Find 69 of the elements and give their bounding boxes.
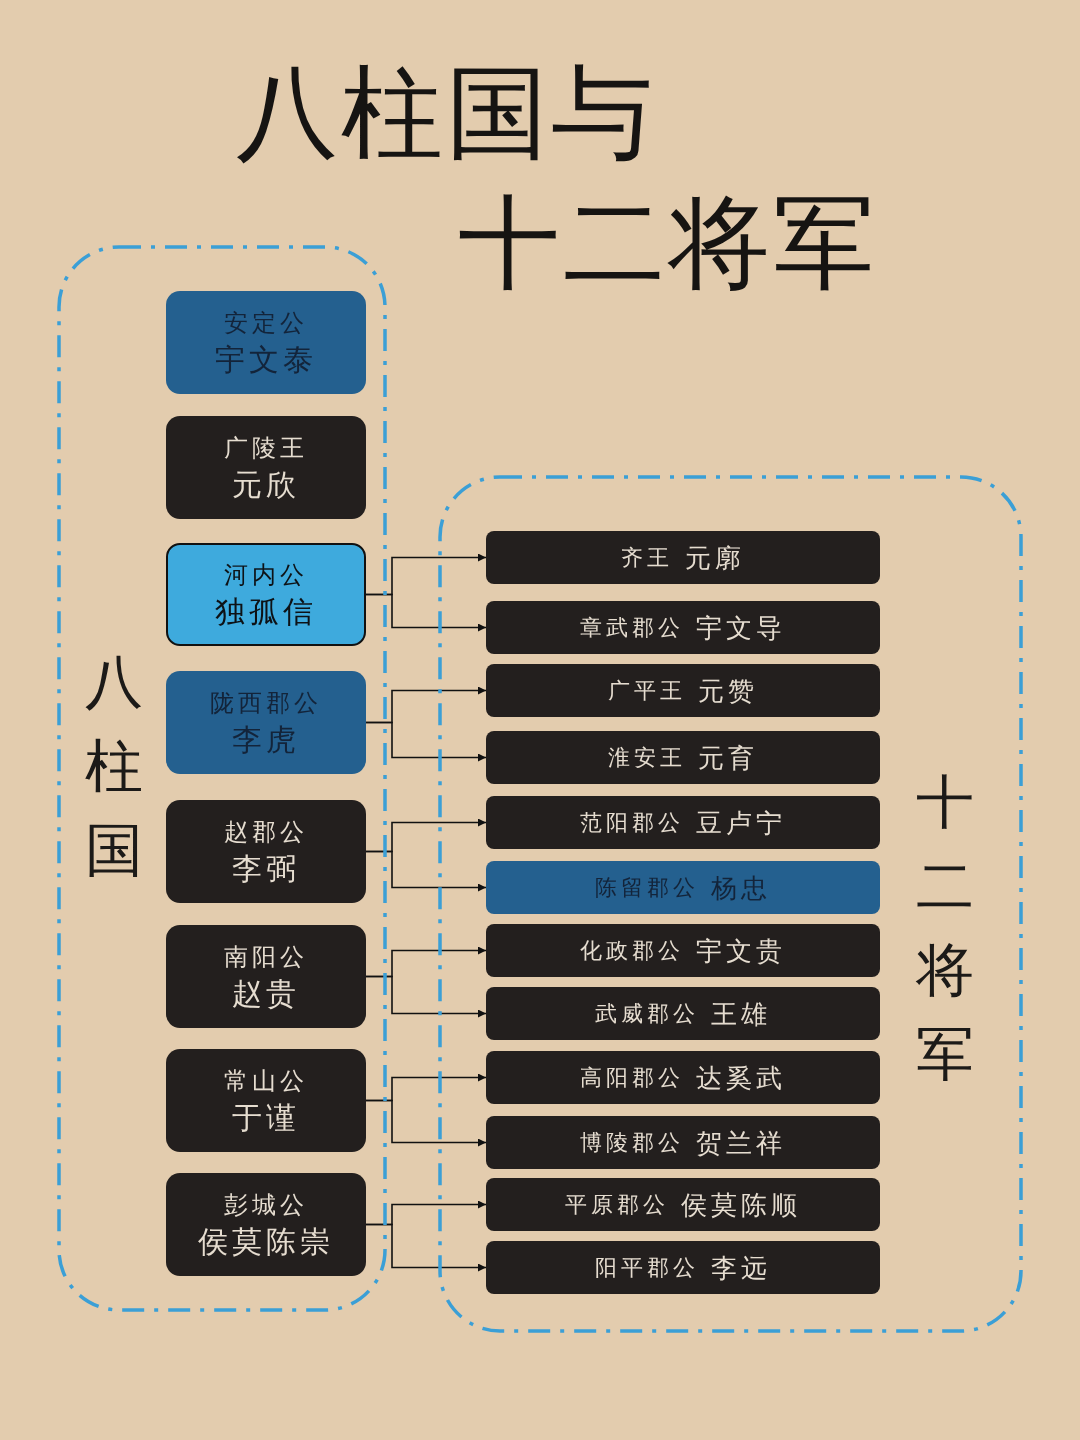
name-bar [486,531,880,584]
rank-title: 齐王 [621,543,673,572]
rank-title: 广平王 [608,676,686,705]
rank-title: 武威郡公 [595,999,699,1028]
rank-title: 高阳郡公 [580,1063,684,1092]
arrow [365,975,487,1018]
rank-title: 广陵王 [224,432,308,464]
rank-title: 南阳公 [224,941,308,973]
rank-title: 河内公 [224,559,308,591]
rank-title: 阳平郡公 [595,1253,699,1282]
arrow [365,593,487,632]
name-bar [486,1241,880,1294]
person-name: 达奚武 [696,1061,786,1095]
name-bar [486,731,880,784]
title-box [166,1173,366,1276]
person-name: 李虎 [232,720,300,759]
name-bar [486,924,880,977]
rank-title: 化政郡公 [580,936,684,965]
title-box [166,925,366,1028]
title-box [166,291,366,394]
rank-title: 彭城公 [224,1189,308,1221]
rank-title: 淮安王 [608,743,686,772]
title-box [166,671,366,774]
rank-title: 平原郡公 [565,1190,669,1219]
person-name: 元欣 [232,465,300,504]
person-name: 赵贵 [232,974,300,1013]
arrow [365,721,487,762]
rank-title: 赵郡公 [224,816,308,848]
title-box [166,800,366,903]
title: 八柱国与十二将军 [236,52,879,304]
rank-title: 章武郡公 [580,613,684,642]
rank-title: 常山公 [224,1065,308,1097]
arrow [365,1223,487,1272]
person-name: 李弼 [232,849,300,888]
rank-title: 陈留郡公 [595,873,699,902]
title-box [166,543,366,646]
person-name: 元廓 [685,541,745,575]
person-name: 王雄 [711,997,771,1031]
name-bar [486,861,880,914]
title-box [166,416,366,519]
person-name: 元赞 [698,674,758,708]
group-label: 八柱国 [84,647,144,886]
name-bar [486,1116,880,1169]
person-name: 宇文贵 [696,934,786,968]
person-name: 宇文导 [696,611,786,645]
rank-title: 安定公 [224,307,308,339]
rank-title: 陇西郡公 [210,687,322,719]
name-bar [486,796,880,849]
person-name: 独孤信 [215,592,317,631]
person-name: 豆卢宁 [696,806,786,840]
person-name: 侯莫陈崇 [198,1222,334,1261]
name-bar [486,1051,880,1104]
arrow [365,850,487,892]
name-bar [486,664,880,717]
person-name: 于谨 [232,1098,300,1137]
name-bar [486,1178,880,1231]
rank-title: 范阳郡公 [580,808,684,837]
arrow [365,1099,487,1147]
rank-title: 博陵郡公 [580,1128,684,1157]
person-name: 贺兰祥 [696,1126,786,1160]
person-name: 宇文泰 [215,340,317,379]
title-box [166,1049,366,1152]
person-name: 杨忠 [711,871,771,905]
person-name: 李远 [711,1251,771,1285]
person-name: 侯莫陈顺 [681,1188,801,1222]
name-bar [486,987,880,1040]
group-label: 十二将军 [915,767,975,1090]
person-name: 元育 [698,741,758,775]
name-bar [486,601,880,654]
